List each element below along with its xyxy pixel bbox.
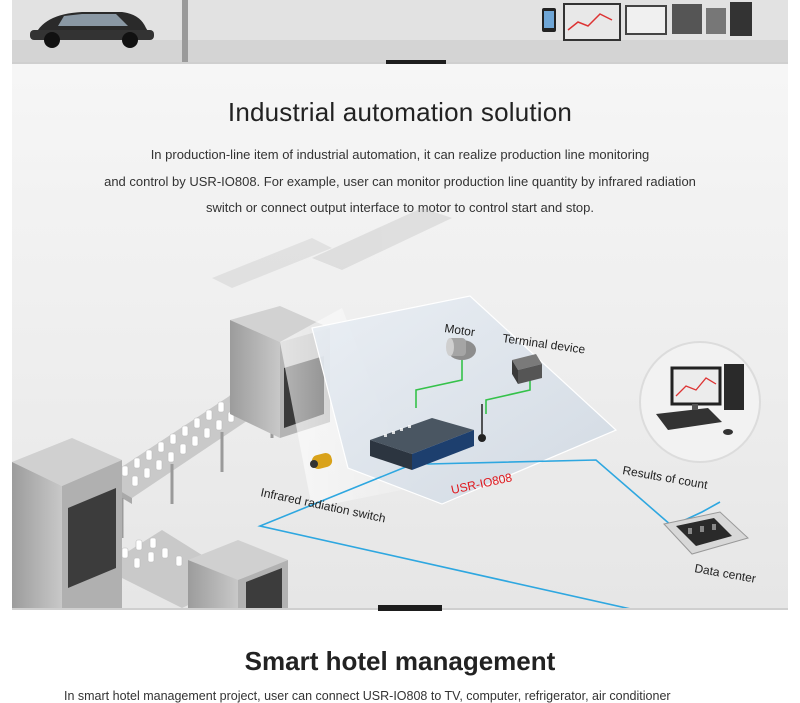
section-divider-tab (386, 60, 446, 66)
usr-io808-device-icon (370, 404, 486, 470)
description-line: and control by USR-IO808. For example, u… (104, 173, 696, 189)
production-line-diagram: Motor Terminal device Infrared radiation… (12, 208, 761, 608)
section-title: Smart hotel management (244, 646, 556, 676)
section-title: Industrial automation solution (227, 97, 573, 127)
results-label: Results of count (621, 463, 709, 492)
description-line: switch or connect output interface to mo… (205, 200, 595, 215)
background-conveyor (212, 208, 452, 288)
data-center-icon (663, 511, 749, 555)
bottom-machine (188, 540, 288, 608)
devices-illustration (542, 2, 752, 41)
motor-label: Motor (444, 321, 476, 339)
description-line: In production-line item of industrial au… (150, 147, 650, 162)
data-center-label: Data center (693, 561, 757, 586)
industrial-automation-section: Industrial automation solution In produc… (12, 64, 788, 608)
car-illustration (30, 12, 154, 48)
section-divider-tab (378, 605, 442, 611)
left-machine (12, 438, 122, 608)
previous-section-banner-image (12, 0, 788, 62)
results-monitor-icon (639, 341, 761, 463)
terminal-device-icon (512, 354, 542, 384)
motor-icon (446, 338, 476, 360)
section-description: In smart hotel management project, user … (64, 689, 671, 703)
infrared-sensor-icon (310, 452, 333, 470)
section-description: In production-line item of industrial au… (72, 142, 728, 222)
